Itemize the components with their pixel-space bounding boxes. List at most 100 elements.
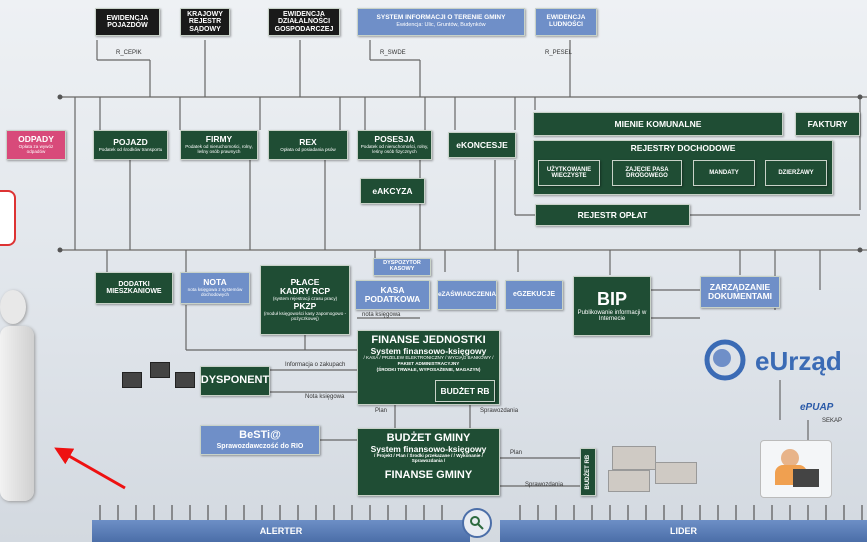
module-kasa[interactable]: KASA PODATKOWA (355, 280, 430, 310)
budzet-rb-vertical-title: BUDŻET RB (584, 454, 591, 490)
module-odpady-sub: Opłata za wywóz odpadów (18, 144, 54, 154)
module-eakcyza-title: eAKCYZA (372, 185, 413, 196)
module-budzet-rb-vertical[interactable]: BUDŻET RB (580, 448, 596, 496)
module-budzet-rb[interactable]: BUDŻET RB (435, 380, 495, 402)
building-icon (612, 446, 656, 470)
module-odpady[interactable]: ODPADY Opłata za wywóz odpadów (6, 130, 66, 160)
computer-icon (150, 362, 170, 378)
register-sit-subtitle: Ewidencja: Ulic, Gruntów, Budynków (396, 22, 486, 29)
module-rejestr-oplat[interactable]: REJESTR OPŁAT (535, 204, 690, 226)
red-partial-icon (0, 190, 16, 246)
link-r-cepik: R_CEPIK (116, 50, 142, 56)
module-pojazd-sub: Podatek od środków transportu (98, 146, 163, 152)
register-population[interactable]: EWIDENCJA LUDNOŚCI (535, 8, 597, 36)
module-place-sub1: (system rejestracji czasu pracy) (272, 296, 338, 302)
module-bip-sub: Publikowanie informacji w Internecie (577, 309, 647, 322)
fj-subtitle3: PAKIET ADMINISTRACYJNY (397, 361, 460, 367)
module-firmy[interactable]: FIRMY Podatek od nieruchomości, rolny, l… (180, 130, 258, 160)
module-place-sub2: (moduł księgowości kasy zapomogowo - poż… (263, 310, 347, 321)
budzet-rb-title: BUDŻET RB (440, 385, 490, 396)
register-business[interactable]: EWIDENCJA DZIAŁALNOŚCI GOSPODARCZEJ (268, 8, 340, 36)
module-dysponent[interactable]: DYSPONENT (200, 366, 270, 396)
search-icon[interactable] (462, 508, 492, 538)
module-posesja-title: POSESJA (374, 134, 415, 145)
register-sit-title: SYSTEM INFORMACJI O TERENIE GMINY (376, 14, 506, 22)
module-nota-title: NOTA (203, 277, 227, 288)
besti-title: BeSTi@ (239, 429, 281, 442)
arrow-nota-ksiegowa2: Nota księgowa (305, 394, 345, 400)
eurzad-brand: eUrząd (755, 346, 842, 376)
module-rejestr-oplat-title: REJESTR OPŁAT (577, 209, 648, 220)
footer-lider[interactable]: LIDER (500, 520, 867, 542)
register-sit[interactable]: SYSTEM INFORMACJI O TERENIE GMINY Ewiden… (357, 8, 525, 36)
module-zajecie[interactable]: ZAJĘCIE PASA DROGOWEGO (612, 160, 682, 186)
module-eakcyza[interactable]: eAKCYZA (360, 178, 425, 204)
module-uzytkowanie[interactable]: UŻYTKOWANIE WIECZYSTE (538, 160, 600, 186)
computer-icon (122, 372, 142, 388)
module-rejestry-title: REJESTRY DOCHODOWE (630, 143, 736, 153)
module-pojazd[interactable]: POJAZD Podatek od środków transportu (93, 130, 168, 160)
module-bip-title: BIP (596, 288, 627, 309)
register-vehicles[interactable]: EWIDENCJA POJAZDÓW (95, 8, 160, 36)
link-r-pesel: R_PESEL (545, 50, 573, 56)
module-nota[interactable]: NOTA nota księgowa z systemów dochodowyc… (180, 272, 250, 304)
user-laptop-image (760, 440, 832, 498)
module-bip[interactable]: BIP Publikowanie informacji w Internecie (573, 276, 651, 336)
module-mienie-title: MIENIE KOMUNALNE (614, 118, 702, 129)
module-posesja-sub: Podatek od nieruchomości, rolny, leśny o… (360, 144, 429, 154)
module-dyspozytor[interactable]: DYSPOZYTOR KASOWY (373, 258, 431, 276)
module-rex[interactable]: REX Opłata od posiadania psów (268, 130, 348, 160)
fj-subtitle4: (ŚRODKI TRWAŁE, WYPOSAŻENIE, MAGAZYN) (376, 367, 481, 373)
dysponent-title: DYSPONENT (200, 374, 270, 387)
module-ekoncesje[interactable]: eKONCESJE (448, 132, 516, 158)
module-dzierzawy[interactable]: DZIERŻAWY (765, 160, 827, 186)
module-posesja[interactable]: POSESJA Podatek od nieruchomości, rolny,… (357, 130, 432, 160)
module-mienie[interactable]: MIENIE KOMUNALNE (533, 112, 783, 136)
module-zarzadzanie-title: ZARZĄDZANIE DOKUMENTAMI (707, 282, 773, 301)
arrow-plan2: Plan (510, 450, 523, 456)
module-egzekucje[interactable]: eGZEKUCJE (505, 280, 563, 310)
epuap-brand: ePUAP (800, 402, 834, 413)
footer-alerter[interactable]: ALERTER (92, 520, 470, 542)
sekap-brand: SEKAP (822, 418, 843, 424)
module-rex-title: REX (299, 136, 317, 147)
module-ekoncesje-title: eKONCESJE (456, 139, 508, 150)
eurzad-logo-icon (704, 339, 746, 381)
arrow-sprawozdania: Sprawozdania (480, 408, 519, 414)
module-ezaswiadczenia[interactable]: eZAŚWIADCZENIA (437, 280, 497, 310)
module-place-title: PŁACE KADRY RCP (279, 277, 331, 297)
fj-title: FINANSE JEDNOSTKI (371, 334, 486, 346)
module-pojazd-title: POJAZD (113, 136, 148, 147)
module-pkzp-title: PKZP (293, 301, 317, 312)
module-besti[interactable]: BeSTi@ Sprawozdawczość do RIO (200, 425, 320, 455)
arrow-sprawozdania2: Sprawozdania (525, 482, 564, 488)
finanse-gminy-title: FINANSE GMINY (384, 469, 473, 482)
module-firmy-sub: Podatek od nieruchomości, rolny, leśny o… (185, 144, 253, 154)
register-court[interactable]: KRAJOWY REJESTR SĄDOWY (180, 8, 230, 36)
module-odpady-title: ODPADY (18, 134, 54, 145)
module-kasa-title: KASA PODATKOWA (364, 285, 421, 304)
module-faktury-title: FAKTURY (807, 118, 848, 129)
module-nota-sub: nota księgowa z systemów dochodowych (187, 287, 243, 297)
module-zarzadzanie[interactable]: ZARZĄDZANIE DOKUMENTAMI (700, 276, 780, 308)
arrow-nota-ksiegowa: nota księgowa (362, 312, 401, 318)
fj-subtitle2: / KASA / PRZELEW ELEKTRONICZNY / WYCIĄG … (363, 355, 494, 361)
module-dodatki[interactable]: DODATKI MIESZKANIOWE (95, 272, 173, 304)
building-icon (608, 470, 650, 492)
module-place[interactable]: PŁACE KADRY RCP (system rejestracji czas… (260, 265, 350, 335)
fj-subtitle: System finansowo-księgowy (370, 345, 487, 356)
bg-subtitle2: / Projekt / Plan / Środki przekazane / /… (374, 453, 483, 464)
building-icon (655, 462, 697, 484)
bg-title: BUDŻET GMINY (386, 432, 471, 444)
besti-sub: Sprawozdawczość do RIO (216, 442, 304, 450)
module-mandaty[interactable]: MANDATY (693, 160, 755, 186)
bg-subtitle: System finansowo-księgowy (370, 443, 487, 454)
arrow-plan: Plan (375, 408, 388, 414)
link-r-swde: R_SWDE (380, 50, 406, 56)
computer-icon (175, 372, 195, 388)
person-figure (0, 290, 40, 505)
module-budzet-gminy[interactable]: BUDŻET GMINY System finansowo-księgowy /… (357, 428, 500, 496)
module-faktury[interactable]: FAKTURY (795, 112, 860, 136)
arrow-info-zakupach: Informacja o zakupach (285, 362, 346, 368)
